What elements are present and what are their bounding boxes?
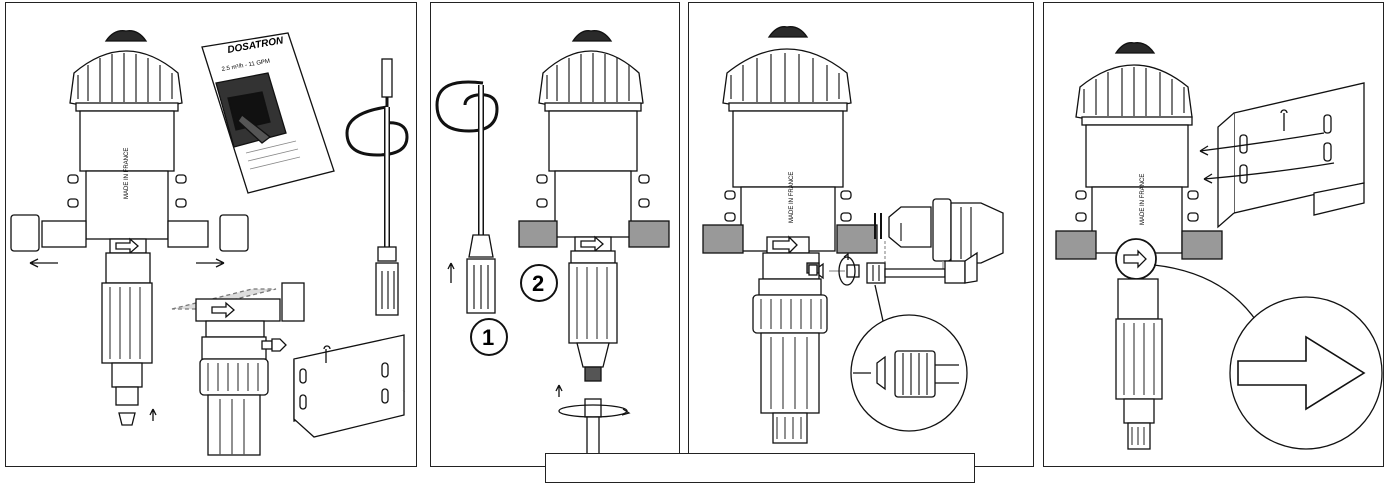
panel-suction-tube: 1 2	[430, 2, 680, 467]
injector	[760, 332, 820, 414]
injector	[1115, 318, 1163, 400]
panel-injection-fitting: MADE IN FRANCE	[688, 2, 1034, 467]
sub-fitting	[271, 338, 287, 352]
step-1-badge	[470, 318, 508, 356]
made-in-label: MADE IN FRANCE	[124, 148, 130, 199]
made-in-label: MADE IN FRANCE	[1140, 174, 1146, 225]
pump-cap	[104, 30, 148, 42]
step-1-label: 1	[482, 325, 494, 350]
outlet-pipe	[167, 220, 209, 248]
caption-frame	[545, 453, 975, 483]
inlet-pipe	[41, 220, 87, 248]
suction-strainer	[375, 262, 399, 316]
pump-head	[538, 50, 644, 110]
bracket-mounting-illustration: MADE IN FRANCE	[1055, 42, 1383, 450]
pump-head	[69, 50, 183, 110]
panel-bracket-mounting: MADE IN FRANCE	[1043, 2, 1384, 467]
suction-tube-illustration: 1 2	[435, 30, 670, 458]
inlet-nut	[10, 214, 40, 252]
injector	[568, 262, 618, 344]
union-nut	[932, 198, 952, 262]
unpacking-illustration: MADE IN FRANCE DOSATRON 2.5 m³/h - 11 GP…	[10, 30, 409, 456]
step-2-badge	[520, 264, 558, 302]
fitting-nut	[866, 262, 886, 284]
check-valve	[118, 412, 136, 426]
pump-head	[722, 48, 852, 110]
made-in-label: MADE IN FRANCE	[789, 172, 795, 223]
coupling	[888, 206, 932, 248]
injection-fitting-illustration: MADE IN FRANCE	[702, 26, 1004, 444]
flow-arrow-icon	[1237, 335, 1366, 411]
outlet-nut	[219, 214, 249, 252]
suction-tube	[381, 58, 393, 98]
step-2-label: 2	[532, 271, 544, 296]
sub-pump-base	[195, 298, 281, 322]
panel-unpacking: MADE IN FRANCE DOSATRON 2.5 m³/h - 11 GP…	[5, 2, 417, 467]
pump-body	[79, 110, 175, 172]
sub-outlet	[281, 282, 305, 322]
